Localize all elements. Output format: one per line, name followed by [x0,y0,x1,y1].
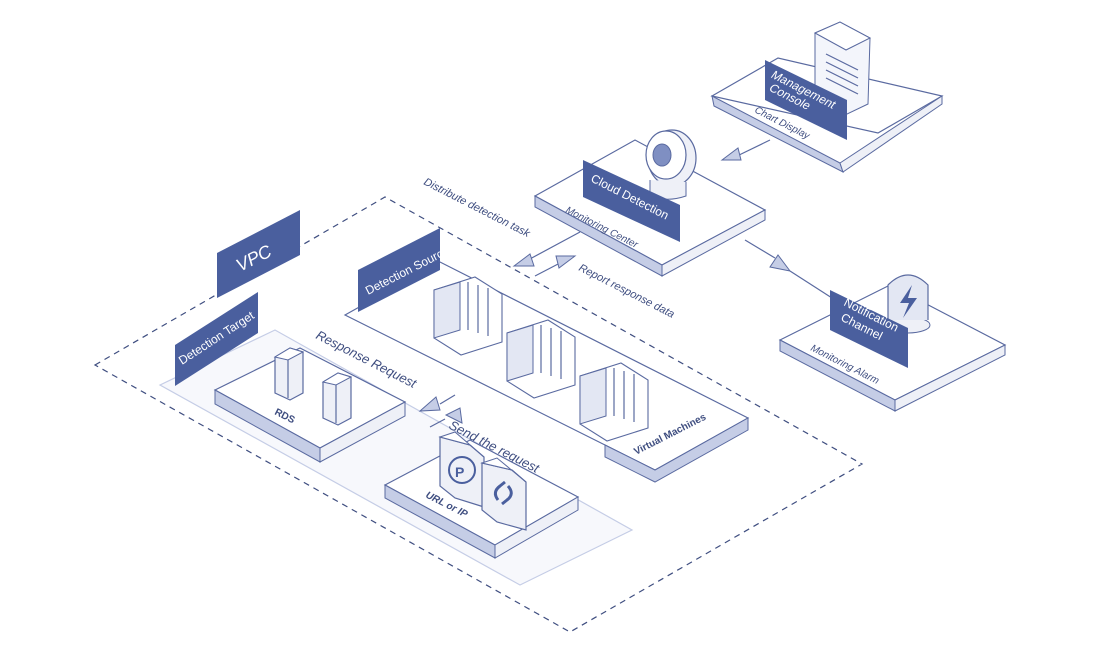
detection-source-tag [358,228,440,312]
vm-icon [433,276,649,442]
notification-channel-tag [830,290,908,368]
chart-arrow [720,147,742,161]
management-console-platform: Management Console Chart Display [710,21,944,174]
send-arrow [444,407,463,424]
alarm-link [744,239,776,259]
chart-link [734,139,771,158]
vpc-boundary [93,196,864,633]
database-icon [273,347,353,426]
rds-platform: RDS [213,347,407,463]
cloud-detection-tag [583,160,680,242]
detection-target-tag [175,292,258,386]
link-icon [480,457,527,531]
svg-text:P: P [455,464,464,480]
monitoring-center-platform: Cloud Detection Monitoring Center [533,129,767,277]
distribute-arrow [512,253,535,267]
url-ip-platform: URL or IP P [383,431,580,559]
report-arrow [555,255,577,269]
response-arrow [418,396,441,412]
ip-icon: P [438,431,485,508]
vm-band [604,417,749,483]
camera-icon [645,129,697,200]
management-console-tag [765,60,847,140]
alarm-arrow [769,254,792,272]
vpc-tag [217,210,300,298]
monitoring-alarm-platform: Notification Channel Monitoring Alarm [778,274,1007,412]
